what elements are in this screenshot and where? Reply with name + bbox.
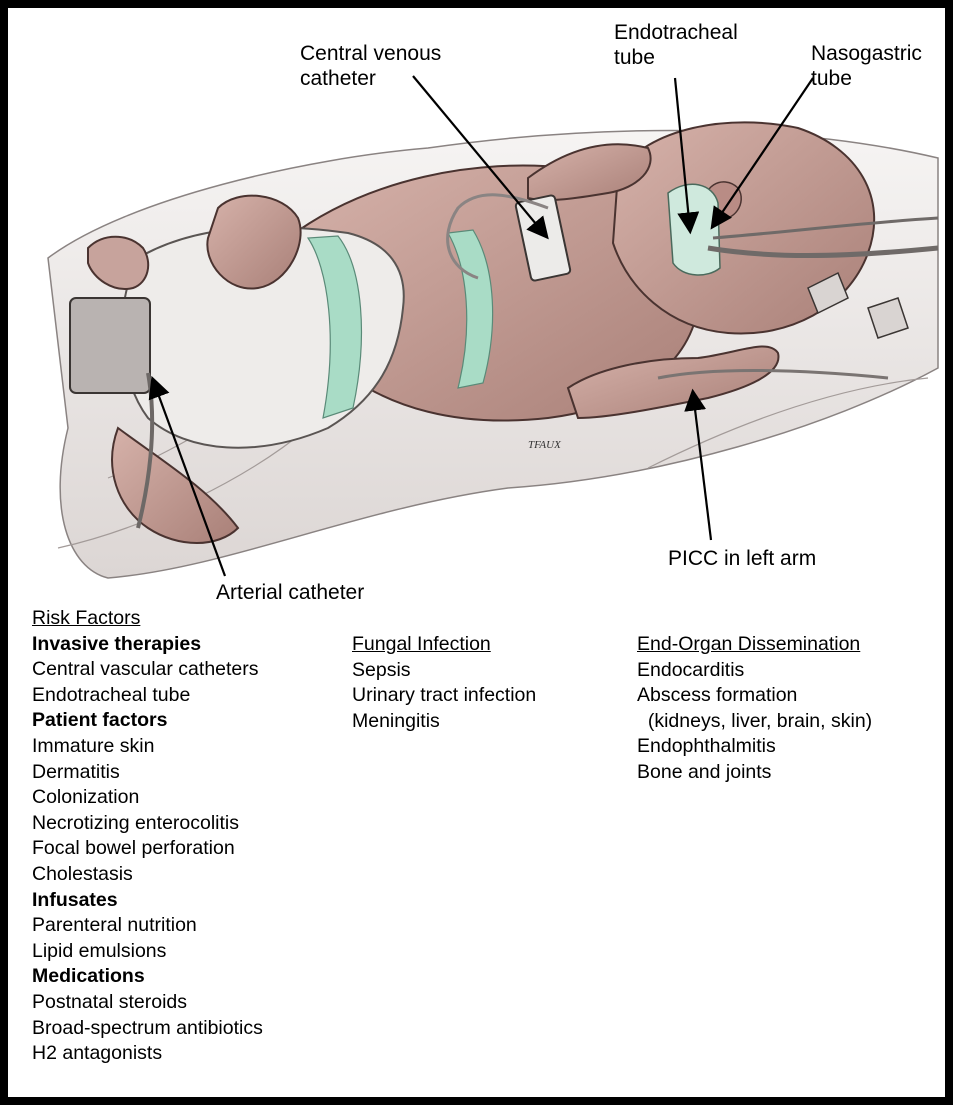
list-item: Necrotizing enterocolitis	[32, 811, 263, 837]
list-item: Postnatal steroids	[32, 990, 263, 1016]
list-item: Urinary tract infection	[352, 683, 536, 709]
end-organ-column: End-Organ Dissemination Endocarditis Abs…	[637, 632, 872, 786]
list-item: H2 antagonists	[32, 1041, 263, 1067]
fungal-infection-column: Fungal Infection Sepsis Urinary tract in…	[352, 632, 536, 734]
figure-frame: TFAUX Central venous catheter Endotrache…	[8, 8, 945, 1097]
list-item: Abscess formation	[637, 683, 872, 709]
label-endotracheal-tube: Endotracheal tube	[614, 20, 738, 70]
face-tape	[668, 184, 720, 275]
list-item: Central vascular catheters	[32, 657, 263, 683]
end-organ-header: End-Organ Dissemination	[637, 632, 872, 658]
list-item: Endotracheal tube	[32, 683, 263, 709]
artist-signature: TFAUX	[528, 439, 562, 451]
list-item: Parenteral nutrition	[32, 913, 263, 939]
neonate-illustration: TFAUX	[8, 8, 945, 608]
list-item: Lipid emulsions	[32, 939, 263, 965]
list-item: Broad-spectrum antibiotics	[32, 1016, 263, 1042]
label-arterial-catheter: Arterial catheter	[216, 580, 364, 605]
list-item: Colonization	[32, 785, 263, 811]
label-central-venous-catheter: Central venous catheter	[300, 41, 441, 91]
risk-factors-list: Invasive therapies Central vascular cath…	[32, 632, 263, 1067]
list-item: (kidneys, liver, brain, skin)	[637, 709, 872, 735]
list-item: Endocarditis	[637, 658, 872, 684]
list-item: Cholestasis	[32, 862, 263, 888]
arterial-board	[70, 298, 150, 393]
list-item: Medications	[32, 964, 263, 990]
fungal-infection-header: Fungal Infection	[352, 632, 536, 658]
label-nasogastric-tube: Nasogastric tube	[811, 41, 922, 91]
list-item: Endophthalmitis	[637, 734, 872, 760]
list-item: Dermatitis	[32, 760, 263, 786]
list-item: Immature skin	[32, 734, 263, 760]
risk-factors-column: Risk Factors Invasive therapies Central …	[32, 606, 263, 1067]
list-item: Meningitis	[352, 709, 536, 735]
list-item: Focal bowel perforation	[32, 836, 263, 862]
list-item: Invasive therapies	[32, 632, 263, 658]
list-item: Sepsis	[352, 658, 536, 684]
label-picc: PICC in left arm	[668, 546, 816, 571]
list-item: Patient factors	[32, 708, 263, 734]
list-item: Infusates	[32, 888, 263, 914]
list-item: Bone and joints	[637, 760, 872, 786]
risk-factors-header: Risk Factors	[32, 606, 263, 632]
